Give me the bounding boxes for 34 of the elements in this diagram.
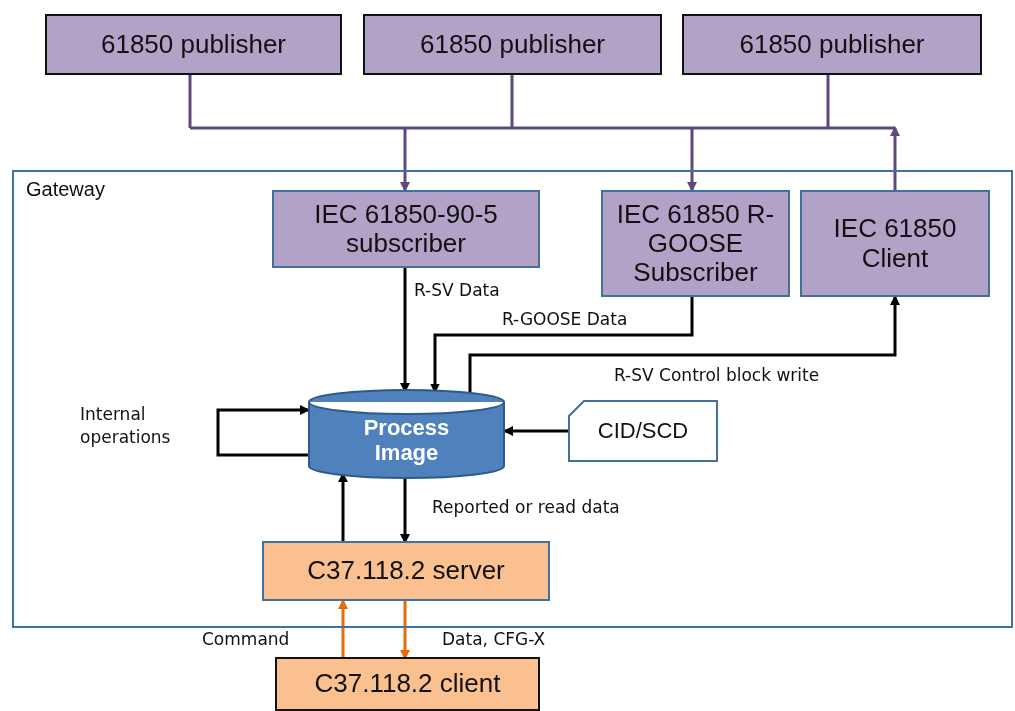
server-box: [262, 541, 550, 601]
subscriber-box: [800, 190, 990, 297]
bus-connector: [188, 75, 192, 128]
arrow: [400, 477, 410, 544]
arrow: [468, 295, 900, 394]
client-box: [275, 657, 540, 711]
node-label: 61850 publisher: [739, 29, 925, 60]
node-label: C37.118.2 server: [307, 556, 505, 586]
arrow: [216, 405, 310, 457]
node-label: IEC 61850 R-GOOSE Subscriber: [615, 199, 776, 288]
bus-connector: [687, 128, 697, 192]
edge-label: Reported or read data: [430, 496, 622, 519]
node-label: 61850 publisher: [100, 29, 286, 60]
bus-connector: [826, 75, 830, 128]
bus-line: [190, 126, 895, 130]
gateway-label: Gateway: [26, 178, 105, 201]
node-label: IEC 61850-90-5 subscriber: [313, 199, 499, 259]
gateway-frame: [12, 170, 1013, 628]
arrow: [400, 601, 410, 660]
subscriber-box: [272, 190, 540, 268]
node-label: CID/SCD: [597, 418, 689, 444]
node-label: 61850 publisher: [419, 29, 605, 60]
bus-connector: [510, 75, 514, 128]
publisher-box: [45, 14, 342, 75]
publisher-box: [682, 14, 982, 75]
arrow: [890, 126, 900, 191]
node-label: Process Image: [362, 416, 451, 466]
subscriber-box: [601, 190, 790, 297]
arrow: [338, 599, 348, 658]
arrow: [503, 426, 568, 436]
publisher-box: [363, 14, 662, 75]
node-label: C37.118.2 client: [314, 669, 501, 699]
node-label: IEC 61850 Client: [832, 214, 958, 273]
bus-connector: [400, 128, 410, 192]
